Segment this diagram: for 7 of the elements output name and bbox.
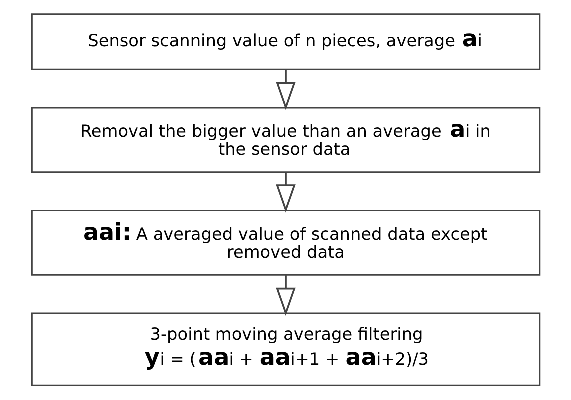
arrow xyxy=(276,172,296,213)
node-box: Removal the bigger value than an average ai in the sensor data xyxy=(30,107,540,174)
node-box: aai: A averaged value of scanned data except removed data xyxy=(30,210,540,276)
node-box: 3-point moving average filtering yi = (aai + aai+1 + aai+2)/3 xyxy=(30,312,540,386)
arrow xyxy=(276,276,296,316)
arrow xyxy=(276,70,296,110)
node-box: Sensor scanning value of n pieces, average ai xyxy=(30,14,540,70)
